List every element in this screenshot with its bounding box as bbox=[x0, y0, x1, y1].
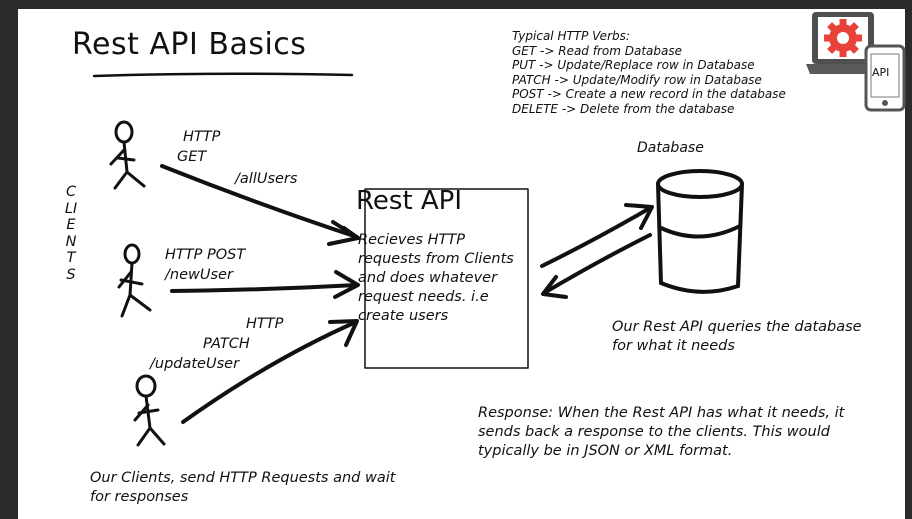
client-figure-get bbox=[109, 120, 146, 190]
gear-icon bbox=[824, 19, 862, 57]
database-label: Database bbox=[637, 140, 704, 156]
clients-caption: Our Clients, send HTTP Requests and wait… bbox=[90, 470, 396, 505]
arrow-to-database bbox=[540, 203, 654, 268]
rest-api-description: Recieves HTTP requests from Clients and … bbox=[358, 232, 514, 324]
clients-vertical-label: CLIENTS bbox=[64, 184, 78, 283]
verbs-heading: Typical HTTP Verbs: bbox=[512, 29, 630, 43]
response-text: Response: When the Rest API has what it … bbox=[478, 405, 845, 459]
http-verbs-list: Typical HTTP Verbs: GET -> Read from Dat… bbox=[512, 29, 786, 117]
client-figure-patch bbox=[133, 374, 166, 447]
title-underline bbox=[92, 72, 354, 78]
verb-get: GET -> Read from Database bbox=[512, 43, 682, 58]
database-cylinder bbox=[656, 169, 744, 294]
patch-label-verb: PATCH bbox=[203, 336, 250, 352]
post-label-path: /newUser bbox=[165, 267, 233, 283]
arrow-post bbox=[170, 270, 360, 299]
verb-post: POST -> Create a new record in the datab… bbox=[512, 87, 786, 102]
arrow-patch bbox=[181, 319, 359, 424]
verb-patch: PATCH -> Update/Modify row in Database bbox=[512, 72, 762, 87]
api-icon-label: API bbox=[872, 66, 890, 79]
arrow-get bbox=[160, 164, 360, 246]
patch-label-http: HTTP bbox=[246, 316, 284, 332]
client-figure-post bbox=[117, 243, 152, 318]
diagram-canvas bbox=[18, 9, 905, 519]
rest-api-box bbox=[364, 188, 529, 369]
rest-api-title: Rest API bbox=[356, 186, 463, 216]
database-caption: Our Rest API queries the database for wh… bbox=[612, 319, 862, 354]
patch-label-path: /updateUser bbox=[150, 356, 240, 372]
get-label-verb: GET bbox=[177, 149, 207, 165]
arrow-from-database bbox=[541, 233, 652, 299]
verb-delete: DELETE -> Delete from the database bbox=[512, 101, 735, 116]
verb-put: PUT -> Update/Replace row in Database bbox=[512, 58, 755, 73]
get-label-http: HTTP bbox=[183, 129, 221, 145]
get-label-path: /allUsers bbox=[235, 171, 298, 187]
post-label-verb: HTTP POST bbox=[165, 247, 246, 263]
page-title: Rest API Basics bbox=[72, 27, 307, 62]
api-device-icon bbox=[806, 12, 906, 112]
